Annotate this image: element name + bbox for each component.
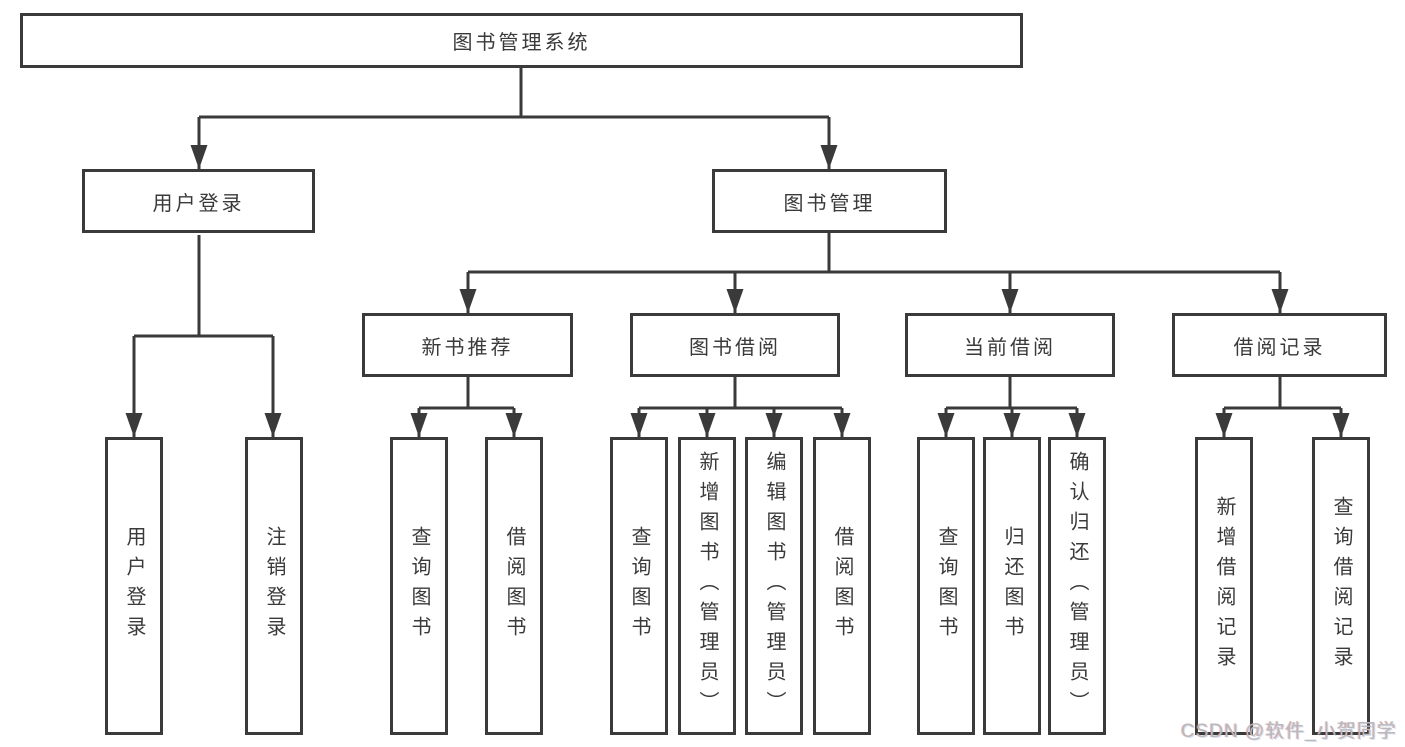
node-leaf-return-book: 归还图书 [983,437,1041,735]
node-leaf-borrow-books-1: 借阅图书 [485,437,543,735]
node-current-borrow: 当前借阅 [905,313,1115,377]
node-label: 图书管理 [783,192,876,215]
node-root-system: 图书管理系统 [20,13,1023,68]
node-label: 当前借阅 [964,336,1056,359]
node-label: 查询图书 [935,526,957,646]
node-leaf-add-book-admin: 新增图书（管理员） [678,437,736,735]
node-leaf-query-books-3: 查询图书 [917,437,975,735]
node-leaf-query-borrow-record: 查询借阅记录 [1312,437,1370,735]
node-leaf-logout: 注销登录 [245,437,303,735]
node-leaf-query-books-1: 查询图书 [390,437,448,735]
node-label: 新增图书（管理员） [696,451,718,721]
node-leaf-add-borrow-record: 新增借阅记录 [1195,437,1253,735]
node-label: 图书管理系统 [452,32,591,54]
node-label: 查询借阅记录 [1330,496,1352,676]
node-label: 编辑图书（管理员） [763,451,785,721]
node-label: 新书推荐 [421,336,514,359]
node-leaf-edit-book-admin: 编辑图书（管理员） [745,437,803,735]
node-label: 归还图书 [1001,526,1023,646]
node-label: 图书借阅 [689,336,781,359]
node-label: 借阅图书 [503,526,525,646]
node-leaf-query-books-2: 查询图书 [610,437,668,735]
node-book-management: 图书管理 [712,169,947,233]
node-user-login: 用户登录 [82,169,315,233]
node-leaf-confirm-return-admin: 确认归还（管理员） [1048,437,1106,735]
node-label: 新增借阅记录 [1213,496,1235,676]
node-label: 查询图书 [628,526,650,646]
node-new-book-recommend: 新书推荐 [362,313,573,377]
node-label: 用户登录 [123,526,145,646]
node-label: 确认归还（管理员） [1066,451,1088,721]
csdn-watermark: CSDN @软件_小贺同学 [1181,721,1397,742]
node-label: 注销登录 [263,526,285,646]
node-leaf-user-login: 用户登录 [105,437,163,735]
node-borrow-records: 借阅记录 [1172,313,1387,377]
node-label: 用户登录 [152,192,245,215]
node-label: 借阅图书 [831,526,853,646]
node-label: 借阅记录 [1233,336,1326,359]
node-book-borrow: 图书借阅 [630,313,840,377]
node-leaf-borrow-books-2: 借阅图书 [813,437,871,735]
node-label: 查询图书 [408,526,430,646]
